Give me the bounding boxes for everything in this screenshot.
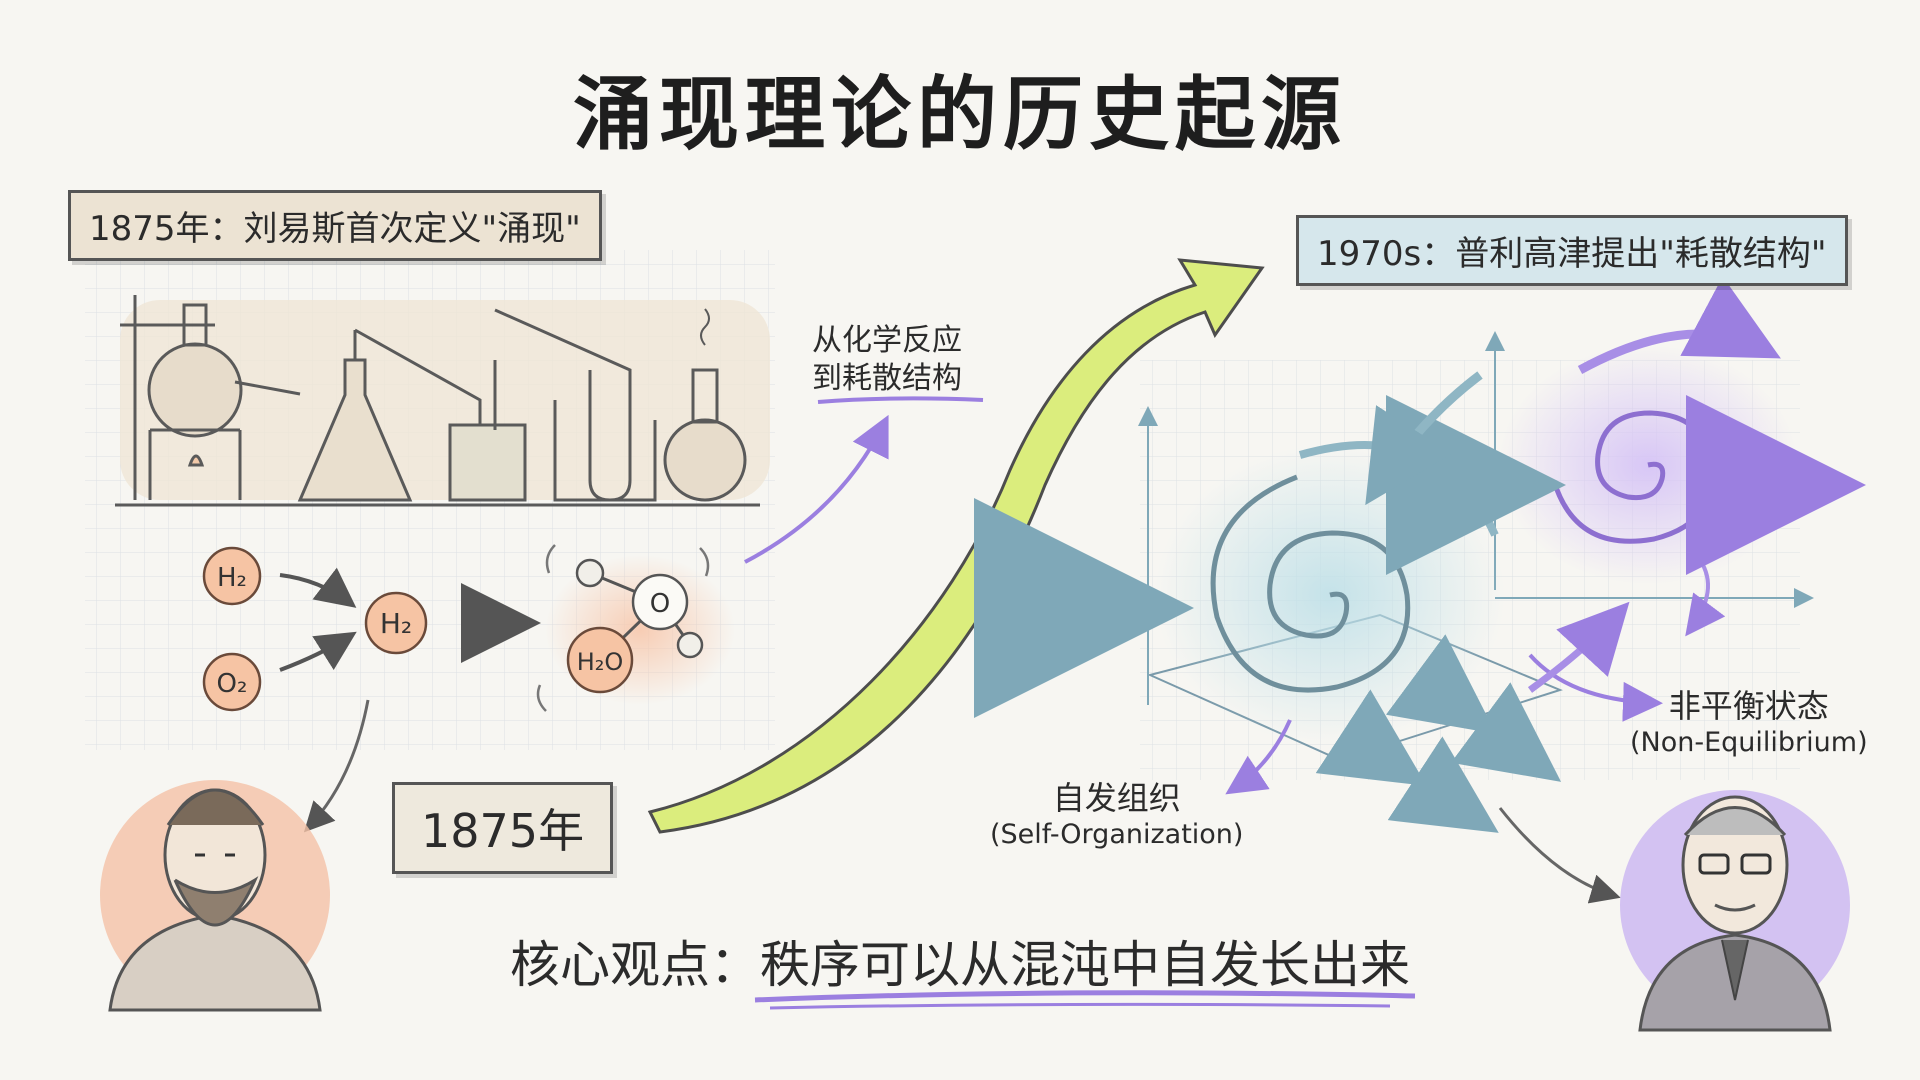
atom-h2-b xyxy=(364,591,428,655)
core-view: 核心观点：秩序可以从混沌中自发长出来 xyxy=(0,925,1920,997)
double-arrow-a xyxy=(1315,689,1499,833)
portrait-prigogine-icon xyxy=(1620,790,1850,1032)
page-title: 涌现理论的历史起源 xyxy=(573,68,1347,161)
big-green-arrow xyxy=(647,258,1265,834)
transition-note: 从化学反应 到耗散结构 xyxy=(812,322,962,397)
core-underline xyxy=(754,990,1416,1003)
arrow-to-lewes xyxy=(303,699,370,833)
non-equilibrium-label: 非平衡状态 (Non-Equilibrium) xyxy=(1630,686,1868,760)
arrow-h2-to-h2 xyxy=(279,567,357,608)
reaction-diagram xyxy=(202,544,735,712)
arrow-reaction-to-note xyxy=(744,414,889,564)
year-1875-box: 1875年 xyxy=(392,782,614,874)
non-equilibrium-zh: 非平衡状态 xyxy=(1668,687,1829,725)
portrait-lewes-icon xyxy=(100,780,330,1012)
arrow-down-left xyxy=(1365,371,1483,506)
atom-h2-a-label: H₂ xyxy=(217,563,247,593)
self-organization-zh: 自发组织 xyxy=(1052,779,1181,817)
double-arrow-b xyxy=(1385,634,1562,782)
h2o-glow xyxy=(545,555,735,705)
lab-bench-wash xyxy=(120,300,770,500)
transition-note-line1: 从化学反应 xyxy=(812,323,962,358)
arrow-o2-to-h2 xyxy=(279,631,357,672)
atom-o xyxy=(631,573,689,631)
self-organization-label: 自发组织 (Self-Organization) xyxy=(990,778,1243,852)
atom-o2 xyxy=(202,652,262,712)
atom-o2-label: O₂ xyxy=(217,669,248,699)
transition-note-line2: 到耗散结构 xyxy=(812,360,962,396)
arrow-to-prigogine xyxy=(1498,807,1621,904)
core-view-statement: 秩序可以从混沌中自发长出来 xyxy=(760,936,1410,994)
non-equilibrium-en: (Non-Equilibrium) xyxy=(1630,727,1868,758)
atom-h2o-label: H₂O xyxy=(577,648,624,676)
atom-o-label: O xyxy=(650,589,670,619)
lab-glassware-icon xyxy=(115,295,760,507)
label-1875-lewes: 1875年：刘易斯首次定义"涌现" xyxy=(68,190,602,261)
atom-h2-a xyxy=(202,546,262,606)
label-1970s-prigogine: 1970s：普利高津提出"耗散结构" xyxy=(1296,215,1848,286)
self-organization-en: (Self-Organization) xyxy=(990,819,1244,850)
core-view-prefix: 核心观点： xyxy=(510,936,760,994)
vortex-icon xyxy=(1155,441,1505,745)
atom-h2o xyxy=(566,626,634,694)
atom-h2-b-label: H₂ xyxy=(380,607,412,640)
note-underline xyxy=(817,396,984,404)
arrow-to-self-org xyxy=(1225,719,1292,795)
